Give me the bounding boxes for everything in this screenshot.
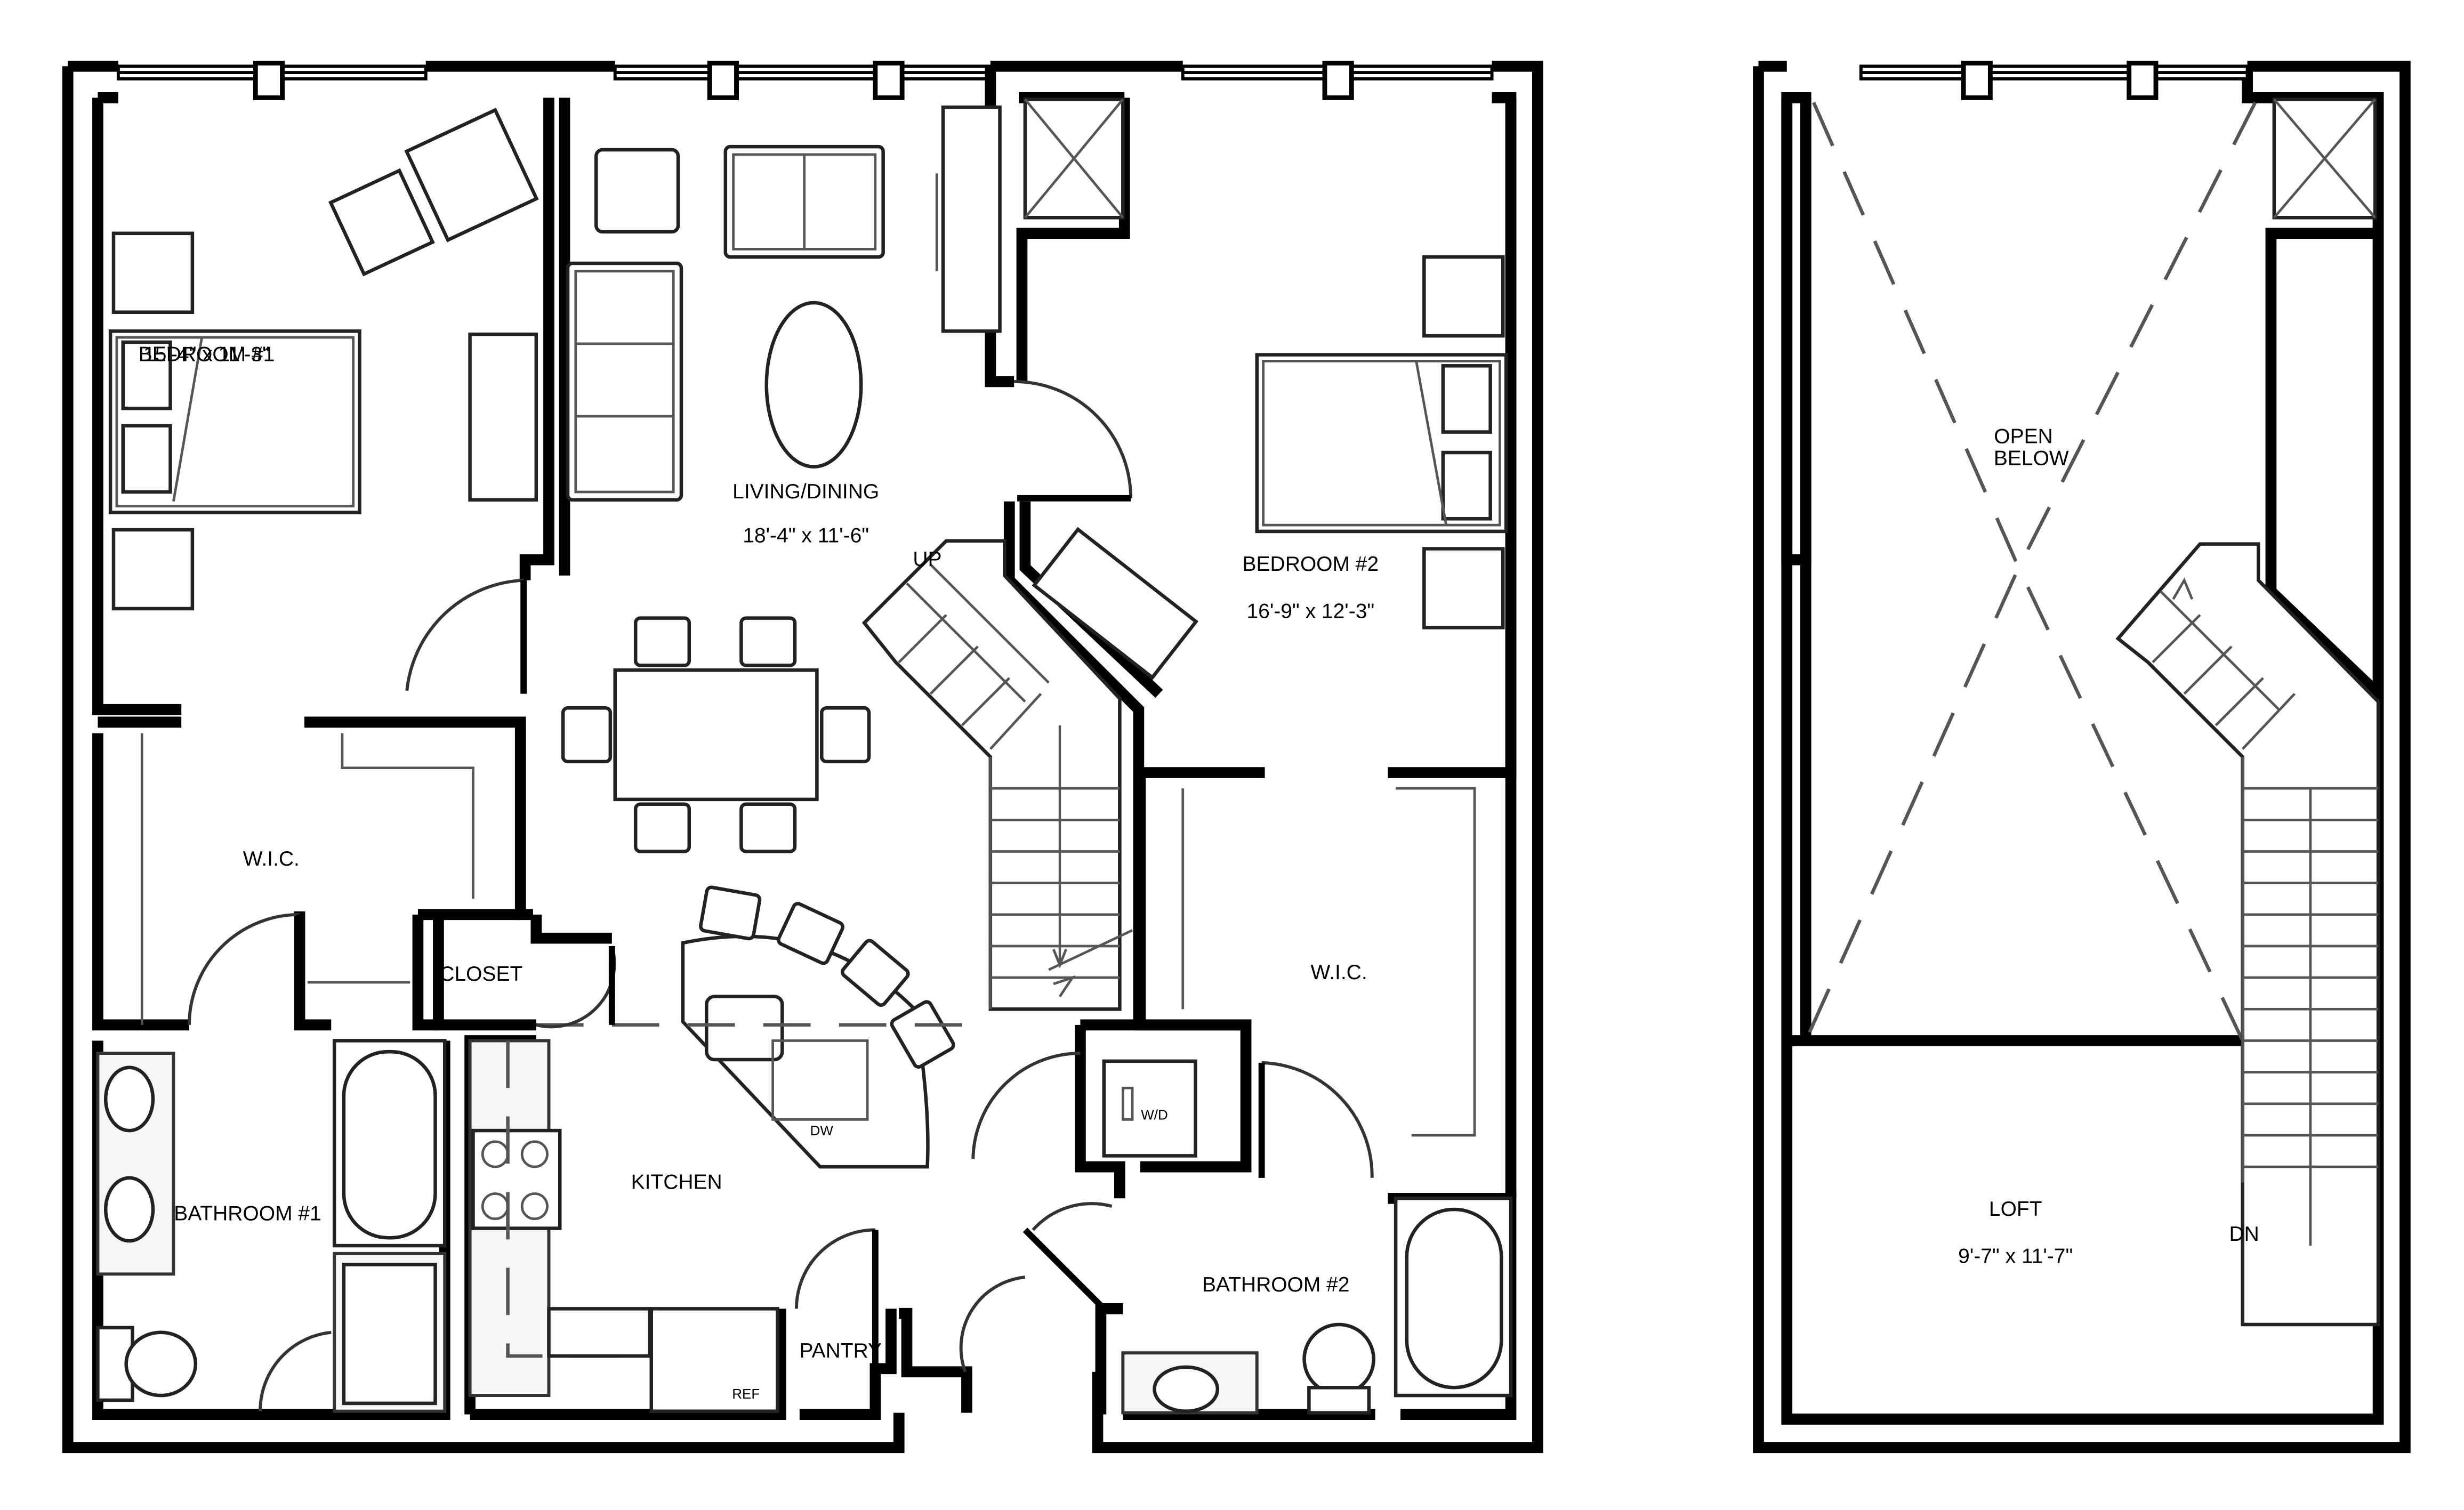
tv-console xyxy=(941,105,1002,333)
main-exterior-wall xyxy=(62,60,1543,1454)
washer-dryer xyxy=(1102,1059,1197,1158)
label-open-below-1: OPEN xyxy=(1994,425,2052,448)
label-refrigerator: REF xyxy=(732,1386,760,1402)
loft-exterior-wall xyxy=(1753,60,2411,1454)
bathroom-2-fixtures xyxy=(1121,1197,1513,1415)
label-bathroom-2: BATHROOM #2 xyxy=(1202,1273,1350,1296)
bedroom-1-furniture xyxy=(108,108,539,611)
label-loft-name: LOFT xyxy=(1989,1198,2042,1221)
label-bedroom-2-size: 16'-9" x 12'-3" xyxy=(1246,600,1374,623)
coffee-table xyxy=(764,301,863,469)
bathroom-1-fixtures xyxy=(96,1039,447,1413)
dining-table xyxy=(613,668,819,802)
dishwasher xyxy=(771,1039,869,1121)
wic-1-shelves xyxy=(140,733,474,1025)
label-kitchen: KITCHEN xyxy=(631,1171,722,1194)
label-loft-size: 9'-7" x 11'-7" xyxy=(1958,1245,2073,1268)
living-furniture xyxy=(561,105,1002,853)
island-sink xyxy=(705,995,784,1062)
kitchen-counters xyxy=(468,1039,789,1413)
open-below-markings xyxy=(1804,101,2257,1041)
label-stair-up: UP xyxy=(913,548,941,571)
label-bedroom-1-name: BEDROOM #1 xyxy=(139,343,275,366)
label-living-dining-size: 18'-4" x 11'-6" xyxy=(743,524,869,547)
label-wic-2: W.I.C. xyxy=(1311,961,1367,984)
windows-main xyxy=(116,60,1494,100)
label-stair-down: DN xyxy=(2229,1223,2259,1246)
main-floor xyxy=(62,60,1543,1454)
label-washer-dryer: W/D xyxy=(1141,1107,1168,1123)
label-open-below-2: BELOW xyxy=(1994,447,2069,470)
wic-2-shelves xyxy=(1181,787,1476,1137)
sofa xyxy=(566,261,683,502)
main-stair xyxy=(861,539,1133,1011)
stair-core-wall xyxy=(1003,501,1145,1025)
armchair-living xyxy=(594,148,680,234)
label-pantry: PANTRY xyxy=(800,1339,882,1362)
floor-plan-drawing: BEDROOM #1 15'-4" x 11'-3" LIVING/DINING… xyxy=(62,60,2411,1454)
label-bedroom-1-size: 15'-4" x 11'-3" xyxy=(143,343,270,366)
label-bedroom-2-name: BEDROOM #2 xyxy=(1243,553,1379,576)
loft-stair xyxy=(2115,542,2380,1327)
main-interior-wall-left xyxy=(92,92,189,1031)
refrigerator xyxy=(649,1307,779,1413)
label-living-dining-name: LIVING/DINING xyxy=(732,480,879,503)
label-wic-1: W.I.C. xyxy=(243,847,300,870)
wall-bed1-living xyxy=(519,98,554,580)
label-closet: CLOSET xyxy=(439,963,522,986)
doors-main xyxy=(188,379,1374,1411)
kitchen-island xyxy=(681,885,955,1169)
room-labels: BEDROOM #1 15'-4" x 11'-3" LIVING/DINING… xyxy=(139,343,2259,1402)
bedroom-2-furniture xyxy=(1023,98,1508,680)
loft-floor xyxy=(1753,60,2411,1454)
label-bathroom-1: BATHROOM #1 xyxy=(174,1202,321,1225)
label-dishwasher: DW xyxy=(810,1123,834,1138)
